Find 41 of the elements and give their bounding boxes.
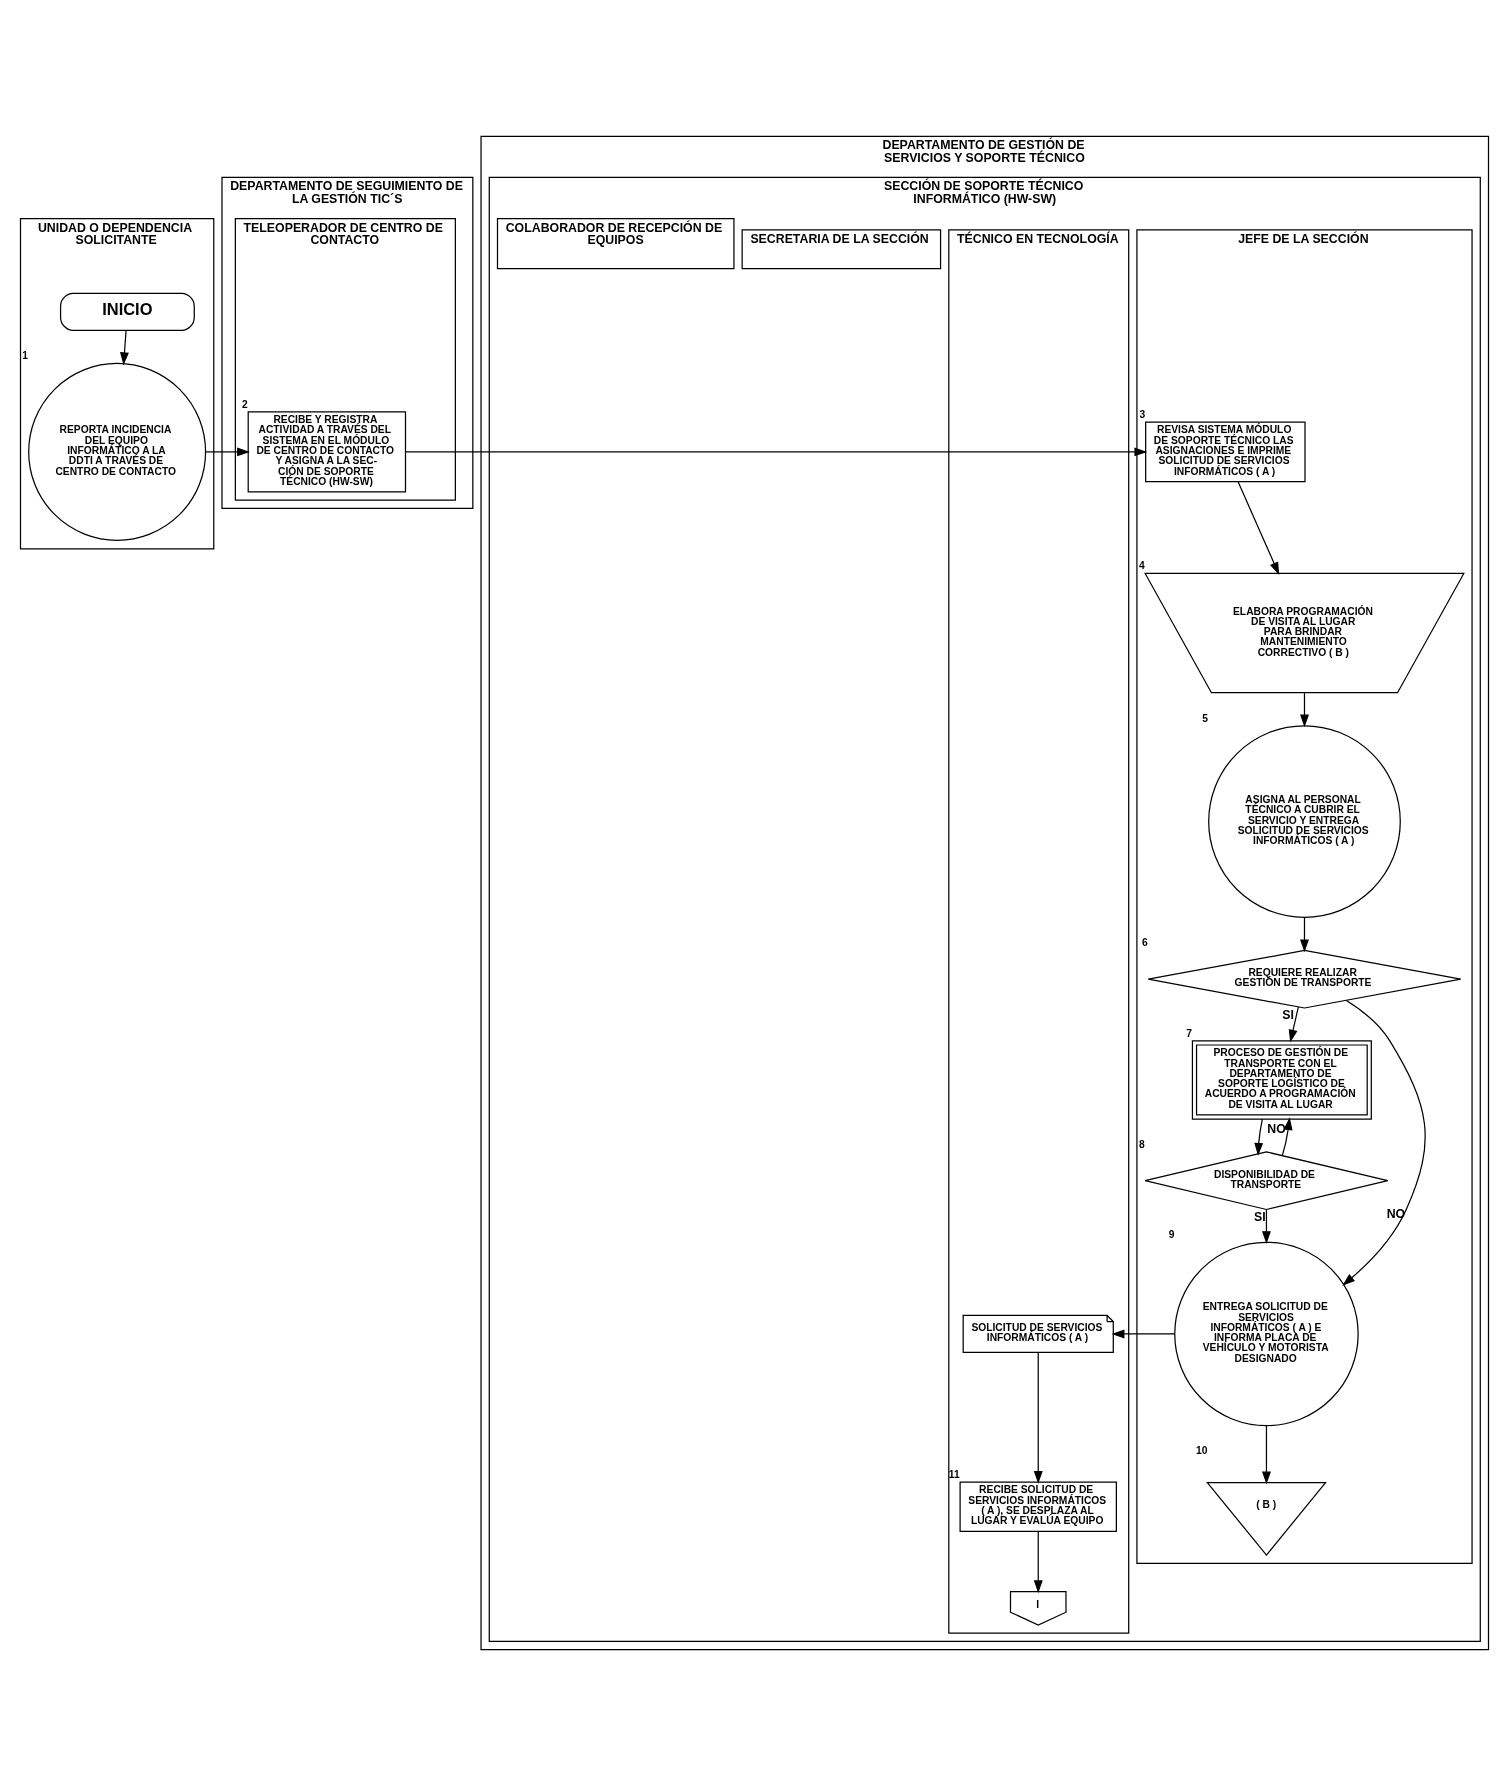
node-box: REVISA SISTEMA MÓDULO DE SOPORTE TÉCNICO LAS ASIGNACIONES E IMPRIME SOLICITUD DE SERVICIOS INFORMÁTICOS ( A ) [1145, 421, 1306, 483]
arrow [1111, 1329, 1176, 1339]
node-label: 1 [22, 350, 28, 362]
node-circle: ASIGNA AL PERSONAL TÉCNICO A CUBRIR EL SERVICIO Y ENTREGA SOLICITUD DE SERVICIOS INFORMÁTICOS ( A ) [1208, 725, 1401, 918]
arrow [1300, 916, 1309, 953]
node-box: COLABORADOR DE RECEPCIÓN DE EQUIPOS [496, 217, 735, 270]
node-label: 4 [1138, 560, 1145, 572]
node-label: 6 [1142, 937, 1148, 949]
node-label: 2 [242, 398, 248, 410]
node-circle: REPORTA INCIDENCIA DEL EQUIPO INFORMÁTICO A LA DDTI A TRAVÉS DE CENTRO DE CONTACTO [28, 362, 207, 541]
arrow [405, 447, 1148, 457]
node-box: SECRETARIA DE LA SECCIÓN [741, 229, 942, 270]
node-box: RECIBE SOLICITUD DE SERVICIOS INFORMÁTICOS ( A ), SE DESPLAZA AL LUGAR Y EVALÚA EQUIPO [959, 1481, 1117, 1533]
arrow [1033, 1352, 1043, 1484]
node-box: RECIBE Y REGISTRA ACTIVIDAD A TRAVÉS DEL SISTEMA EN EL MÓDULO DE CENTRO DE CONTACTO Y ASIGNA A LA SEC- CIÓN DE SOPORTE TÉCNICO (HW-SW) [247, 411, 407, 493]
arrow [1262, 1425, 1271, 1485]
edge-label: NO [1386, 1207, 1406, 1222]
node-label: 8 [1138, 1138, 1145, 1150]
node-box: PROCESO DE GESTIÓN DE TRANSPORTE CON EL DEPARTAMENTO DE SOPORTE LOGÍSTICO DE ACUERDO A PROGRAMACIÓN DE VISITA AL LUGAR [1191, 1040, 1372, 1120]
node-diamond: REQUIERE REALIZAR GESTIÓN DE TRANSPORTE [1147, 949, 1462, 1009]
arrow [1254, 1118, 1264, 1156]
edge-label: SI [1254, 1210, 1266, 1225]
node-label: 9 [1168, 1229, 1175, 1241]
arrow [1281, 1117, 1293, 1157]
arrow [1033, 1531, 1043, 1594]
arrow [1288, 1006, 1299, 1043]
node-label: 10 [1196, 1445, 1208, 1457]
node-label: 5 [1202, 712, 1209, 724]
edge-label: SI [1282, 1008, 1294, 1023]
node-label: 3 [1139, 408, 1146, 420]
node-label: 11 [948, 1468, 960, 1480]
edge-label: NO [1267, 1121, 1286, 1136]
node-circle: ENTREGA SOLICITUD DE SERVICIOS INFORMÁTICOS ( A ) E INFORMA PLACA DE VEHÍCULO Y MOTORISTA DESIGNADO [1174, 1241, 1359, 1427]
arrow [120, 329, 129, 366]
node-label: 7 [1186, 1027, 1192, 1039]
arrow [1237, 481, 1280, 575]
node-box: INICIO [59, 292, 195, 331]
arrow [1342, 999, 1426, 1286]
arrow [1262, 1209, 1271, 1244]
arrow [205, 447, 250, 457]
arrow [1300, 692, 1309, 728]
